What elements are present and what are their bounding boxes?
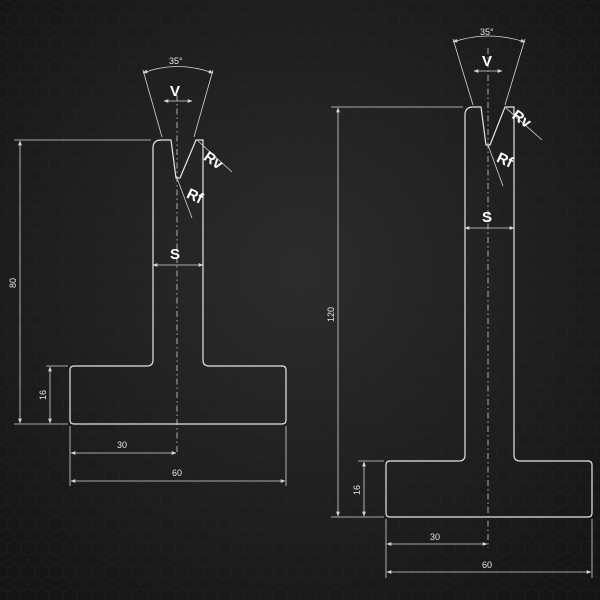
right-half-width-label: 30 [430, 532, 440, 542]
left-base-height-label: 16 [38, 390, 48, 400]
right-profile-outline [385, 106, 593, 518]
left-angle-arc [142, 66, 214, 74]
left-profile-outline [69, 139, 287, 425]
right-s-label: S [482, 209, 492, 226]
left-s-label: S [170, 246, 180, 263]
right-height-label: 120 [326, 307, 336, 322]
left-rf-leader [176, 177, 193, 219]
right-width-label: 60 [482, 560, 492, 570]
left-half-width-label: 30 [117, 440, 127, 450]
right-rf-leader [487, 144, 504, 187]
left-height-label: 80 [8, 278, 18, 288]
left-angle-ext-left [142, 69, 163, 138]
left-rv-leader [197, 140, 233, 173]
right-angle-arc [452, 35, 526, 43]
right-base-height-label: 16 [352, 485, 362, 495]
left-angle-ext-right [193, 69, 214, 138]
right-v-label: V [482, 53, 492, 70]
left-v-label: V [170, 83, 180, 100]
right-angle-ext-right [504, 38, 526, 106]
left-width-label: 60 [172, 468, 182, 478]
right-rv-leader [505, 107, 543, 141]
right-angle-label: 35° [480, 27, 494, 37]
right-angle-ext-left [452, 38, 474, 106]
left-angle-label: 35° [169, 56, 183, 66]
